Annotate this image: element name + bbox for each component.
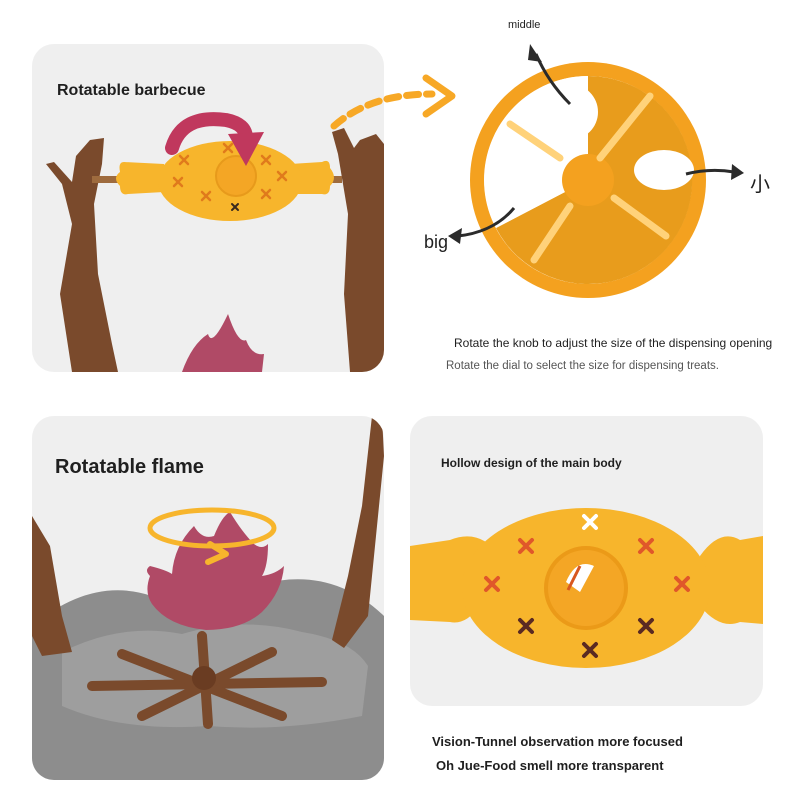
pointer-arrow-icon <box>457 53 735 238</box>
rotation-ring-arrow-icon <box>147 507 277 565</box>
curved-arrow-icon <box>165 112 264 166</box>
flame-panel: Rotatable flame <box>32 416 384 780</box>
flame-illustration <box>32 416 384 780</box>
hollow-body-illustration <box>410 508 763 668</box>
dial-caption-main: Rotate the knob to adjust the size of th… <box>454 336 773 350</box>
flame-title: Rotatable flame <box>55 456 204 478</box>
cross-marks <box>172 142 288 202</box>
label-small: 小 <box>750 174 770 196</box>
feature-line-2: Oh Jue-Food smell more transparent <box>436 758 664 773</box>
dial-caption-sub: Rotate the dial to select the size for d… <box>446 360 719 372</box>
feature-line-1: Vision-Tunnel observation more focused <box>432 734 683 749</box>
label-big: big <box>424 232 449 252</box>
label-middle: middle <box>508 19 541 31</box>
barbecue-title: Rotatable barbecue <box>57 82 206 99</box>
barbecue-panel: Rotatable barbecue <box>32 44 384 372</box>
body-title: Hollow design of the main body <box>441 456 622 470</box>
barbecue-illustration <box>46 112 384 372</box>
body-panel: Hollow design of the main body <box>410 416 763 706</box>
